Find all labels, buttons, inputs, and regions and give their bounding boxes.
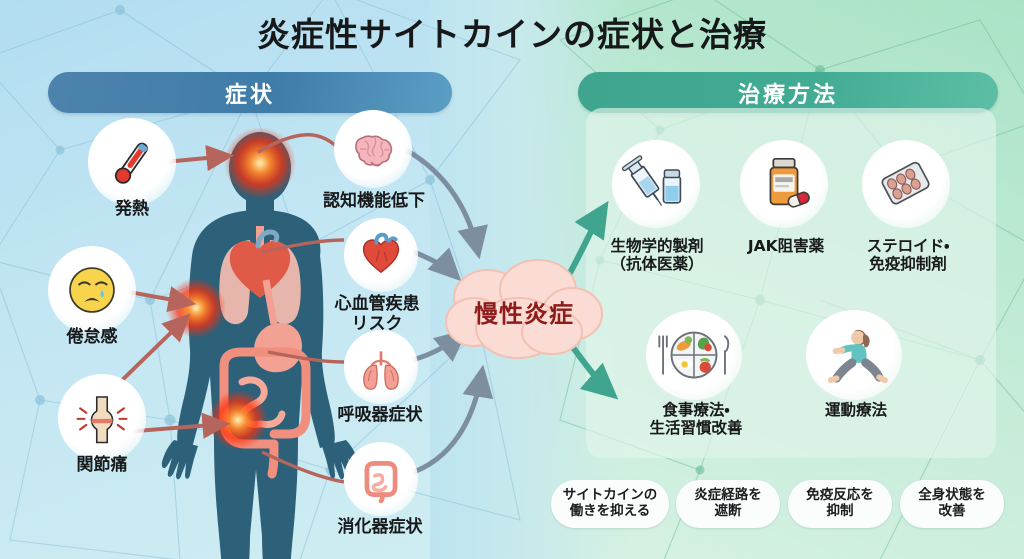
symptom-label-respiratory: 呼吸器症状 [337, 405, 423, 425]
treatment-label-steroids-line1: ステロイド・ [866, 237, 950, 255]
section-header-treatments-label: 治療方法 [737, 82, 838, 108]
symptom-icon-cardiovascular[interactable] [344, 218, 418, 292]
symptom-icon-digestive[interactable] [344, 442, 418, 516]
treatment-icon-steroids[interactable] [862, 140, 950, 228]
effect-pill-systemic-line2: 改善 [938, 503, 966, 519]
effect-pill-pathway-line1: 炎症経路を [694, 487, 762, 504]
effect-pill-immune-line1: 免疫反応を [806, 487, 874, 504]
symptom-icon-fever[interactable] [88, 118, 176, 206]
symptom-icon-cognitive[interactable] [334, 110, 412, 188]
intestines-icon [364, 461, 398, 504]
treatment-label-biologics-line2: （抗体医薬） [610, 254, 704, 273]
symptom-label-cardiovascular-line1: 心血管疾患 [334, 294, 420, 314]
effect-pill-immune[interactable]: 免疫反応を 抑制 [788, 480, 892, 528]
symptom-label-cardiovascular-line2: リスク [351, 314, 403, 335]
effect-pill-systemic-line1: 全身状態を [918, 487, 986, 504]
page-title: 炎症性サイトカインの症状と治療 [257, 15, 767, 54]
symptom-icon-joint-pain[interactable] [58, 374, 146, 462]
symptom-label-digestive: 消化器症状 [337, 517, 423, 537]
effect-pill-cytokine[interactable]: サイトカインの 働きを抑える [551, 480, 669, 528]
effect-pill-immune-line2: 抑制 [826, 503, 854, 519]
treatment-icon-biologics[interactable] [612, 140, 700, 228]
treatment-label-steroids: ステロイド・ 免疫抑制剤 [848, 237, 968, 273]
treatment-label-biologics-line1: 生物学的製剤 [610, 237, 704, 255]
symptom-label-cardiovascular: 心血管疾患 リスク [312, 294, 442, 334]
knee-joint-icon [76, 396, 128, 444]
chronic-inflammation-cloud: 慢性炎症 [440, 256, 608, 366]
treatment-label-exercise: 運動療法 [824, 401, 887, 419]
symptom-icon-respiratory[interactable] [344, 330, 418, 404]
treatment-icon-jak[interactable] [740, 140, 828, 228]
effect-pill-systemic[interactable]: 全身状態を 改善 [900, 480, 1004, 528]
heart-icon [362, 232, 400, 274]
treatment-label-biologics: 生物学的製剤 （抗体医薬） [594, 237, 720, 273]
tired-face-icon [69, 267, 115, 313]
effect-pill-cytokine-line1: サイトカインの [562, 487, 658, 504]
treatment-label-diet: 食事療法・ 生活習慣改善 [626, 401, 766, 437]
section-header-treatments: 治療方法 [578, 72, 998, 113]
treatment-icon-exercise[interactable] [806, 310, 902, 400]
treatment-label-steroids-line2: 免疫抑制剤 [869, 254, 947, 273]
meal-plate-icon [658, 331, 730, 379]
symptom-label-fever: 発熱 [115, 199, 149, 219]
inflammation-glow-head [224, 128, 296, 199]
treatment-label-jak: JAK阻害薬 [747, 237, 825, 255]
lungs-icon [363, 351, 399, 390]
chronic-inflammation-label: 慢性炎症 [474, 299, 574, 328]
section-header-symptoms: 症状 [48, 72, 452, 113]
syringe-vial-icon [621, 155, 682, 206]
symptom-label-cognitive: 認知機能低下 [323, 191, 425, 211]
inflammation-glow-shoulder [166, 278, 226, 338]
treatment-icon-diet[interactable] [646, 310, 742, 400]
effect-pill-pathway-line2: 遮断 [714, 503, 742, 519]
effect-pill-cytokine-line2: 働きを抑える [569, 503, 651, 519]
exercise-person-icon [827, 329, 888, 384]
section-header-symptoms-label: 症状 [224, 82, 275, 108]
treatment-label-diet-line1: 食事療法・ [662, 401, 730, 419]
symptom-label-fatigue: 倦怠感 [66, 327, 118, 347]
thermometer-icon [114, 142, 148, 184]
effect-pill-pathway[interactable]: 炎症経路を 遮断 [676, 480, 780, 528]
blister-pack-icon [881, 161, 930, 205]
treatment-label-diet-line2: 生活習慣改善 [649, 418, 743, 437]
pill-bottle-icon [769, 157, 810, 208]
brain-icon [355, 135, 393, 167]
symptom-label-joint-pain: 関節痛 [76, 455, 128, 475]
symptom-icon-fatigue[interactable] [48, 246, 136, 334]
